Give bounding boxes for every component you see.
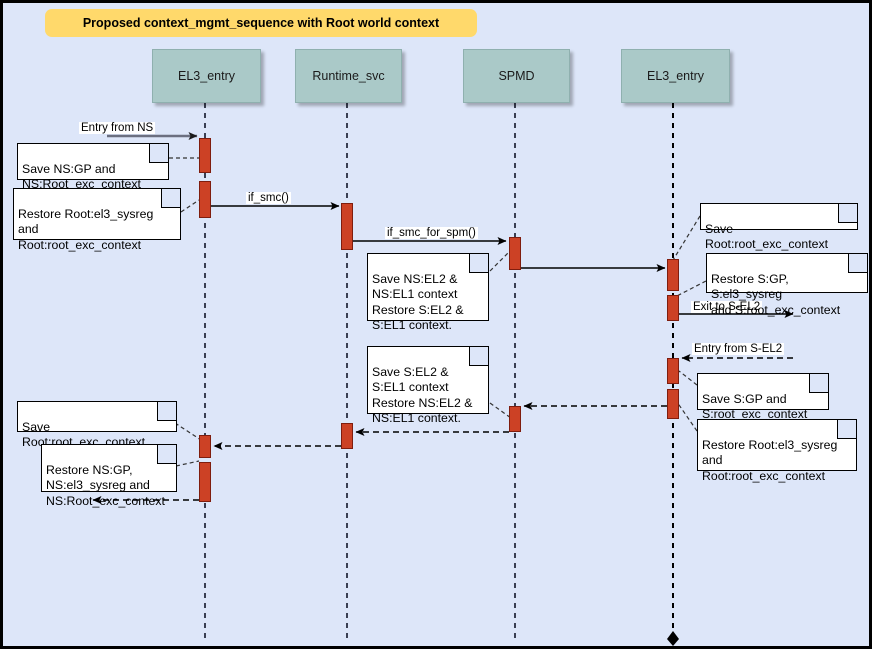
note-save-ns-el2-restore-s-el2: Save NS:EL2 & NS:EL1 context Restore S:E…	[367, 253, 489, 332]
message-label-entry-from-s-el2: Entry from S-EL2	[692, 343, 785, 355]
note-save-root-exc-context-left: Save Root:root_exc_context	[17, 401, 177, 449]
note-text: Save Root:root_exc_context	[705, 221, 829, 252]
connector-n9	[174, 422, 202, 441]
note-text: Save S:GP and S:root_exc_context	[702, 391, 808, 422]
activation-el3-left-1	[199, 138, 211, 173]
diagram-title-banner: Proposed context_mgmt_sequence with Root…	[45, 9, 477, 37]
participant-el3-entry-left[interactable]: EL3_entry	[152, 49, 261, 103]
message-label-if-smc: if_smc()	[246, 192, 291, 204]
activation-el3-right-4	[667, 389, 679, 419]
participant-runtime-svc[interactable]: Runtime_svc	[295, 49, 402, 103]
activation-spmd-1	[509, 237, 521, 270]
note-fold-icon	[837, 420, 856, 439]
activation-runtime-svc-1	[341, 203, 353, 250]
connector-n2	[180, 199, 200, 213]
connector-n8	[489, 402, 512, 419]
note-restore-ns-gp: Restore NS:GP, NS:el3_sysreg and NS:Root…	[41, 444, 177, 508]
participant-spmd[interactable]: SPMD	[463, 49, 570, 103]
message-label-entry-from-ns: Entry from NS	[79, 122, 156, 134]
note-connectors	[169, 157, 707, 467]
note-text: Restore Root:el3_sysreg and Root:root_ex…	[702, 437, 838, 483]
connector-n3	[489, 250, 511, 272]
note-text: Save NS:EL2 & NS:EL1 context Restore S:E…	[372, 271, 464, 333]
note-fold-icon	[469, 347, 488, 366]
note-fold-icon	[809, 374, 828, 393]
note-restore-root-el3-sysreg-right: Restore Root:el3_sysreg and Root:root_ex…	[697, 419, 857, 483]
note-save-s-el2-restore-ns-el2: Save S:EL2 & S:EL1 context Restore NS:EL…	[367, 346, 489, 425]
connector-n10	[175, 460, 200, 467]
activation-el3-right-3	[667, 358, 679, 384]
activation-spmd-2	[509, 406, 521, 432]
note-fold-icon	[838, 204, 857, 223]
note-text: Save S:EL2 & S:EL1 context Restore NS:EL…	[372, 364, 473, 426]
note-fold-icon	[157, 402, 176, 421]
note-text: Restore NS:GP, NS:el3_sysreg and NS:Root…	[46, 462, 165, 508]
connector-n6	[678, 370, 698, 386]
activation-el3-right-2	[667, 295, 679, 321]
connector-n4	[669, 215, 701, 266]
participant-el3-entry-right[interactable]: EL3_entry	[621, 49, 730, 103]
note-save-ns-gp: Save NS:GP and NS:Root_exc_context	[17, 143, 169, 191]
note-fold-icon	[149, 144, 168, 163]
activation-el3-left-3	[199, 435, 211, 458]
connector-n7	[676, 401, 698, 432]
note-fold-icon	[469, 254, 488, 273]
note-text: Restore Root:el3_sysreg and Root:root_ex…	[18, 206, 154, 252]
activation-runtime-svc-2	[341, 423, 353, 449]
note-restore-root-el3-sysreg-left: Restore Root:el3_sysreg and Root:root_ex…	[13, 188, 181, 252]
activation-el3-right-1	[667, 259, 679, 291]
lifeline-end-arrow-el3-right	[667, 631, 679, 646]
note-fold-icon	[848, 254, 867, 273]
note-text: Save NS:GP and NS:Root_exc_context	[22, 161, 141, 192]
message-label-if-smc-for-spm: if_smc_for_spm()	[385, 227, 478, 239]
note-save-root-exc-context-right: Save Root:root_exc_context	[700, 203, 858, 251]
note-restore-s-gp: Restore S:GP, S:el3_sysreg and S:root_ex…	[706, 253, 868, 317]
activation-el3-left-2	[199, 181, 211, 218]
diagram-vector-layer	[92, 103, 794, 646]
note-text: Restore S:GP, S:el3_sysreg and S:root_ex…	[711, 271, 841, 317]
note-fold-icon	[161, 189, 180, 208]
note-save-s-gp: Save S:GP and S:root_exc_context	[697, 373, 829, 421]
message-label-exit-to-s-el2: Exit to S-EL2	[691, 301, 763, 313]
activation-el3-left-4	[199, 462, 211, 502]
note-fold-icon	[157, 445, 176, 464]
